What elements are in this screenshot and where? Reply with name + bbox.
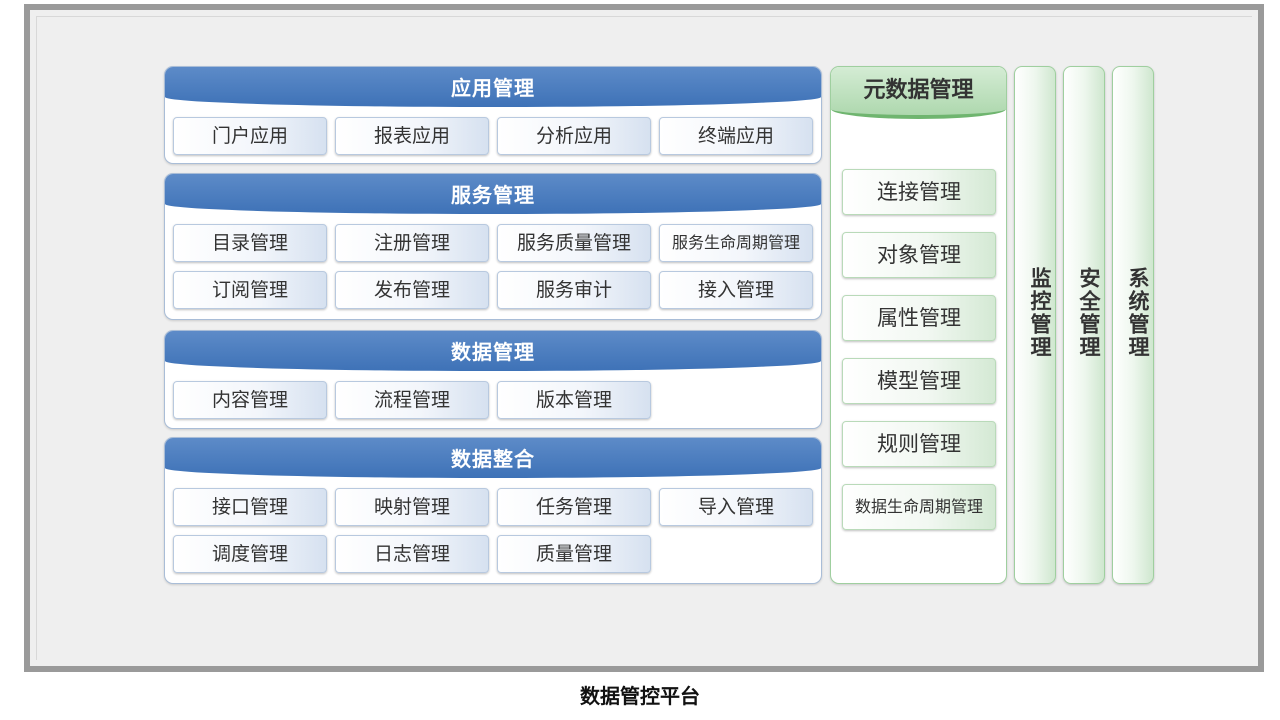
module-cell: 质量管理 — [497, 535, 651, 573]
module-cell: 版本管理 — [497, 381, 651, 419]
panel-data-integration: 数据整合 接口管理 映射管理 任务管理 导入管理 调度管理 日志管理 质量管理 — [164, 437, 822, 584]
module-cell: 终端应用 — [659, 117, 813, 155]
meta-cell: 模型管理 — [842, 358, 996, 404]
frame-inner — [36, 16, 1252, 660]
module-cell: 目录管理 — [173, 224, 327, 262]
meta-cell: 数据生命周期管理 — [842, 484, 996, 530]
module-cell: 导入管理 — [659, 488, 813, 526]
module-cell: 服务生命周期管理 — [659, 224, 813, 262]
diagram-caption: 数据管控平台 — [580, 684, 700, 708]
module-cell: 发布管理 — [335, 271, 489, 309]
panel-header: 应用管理 — [165, 67, 821, 107]
module-cell: 订阅管理 — [173, 271, 327, 309]
column-label: 安全管理 — [1077, 267, 1101, 359]
panel-metadata-management: 元数据管理 连接管理 对象管理 属性管理 模型管理 规则管理 数据生命周期管理 — [830, 66, 1007, 584]
module-cell: 服务审计 — [497, 271, 651, 309]
module-cell: 流程管理 — [335, 381, 489, 419]
panel-service-management: 服务管理 目录管理 注册管理 服务质量管理 服务生命周期管理 订阅管理 发布管理… — [164, 173, 822, 320]
panel-header: 数据整合 — [165, 438, 821, 478]
module-cell: 注册管理 — [335, 224, 489, 262]
meta-cell: 规则管理 — [842, 421, 996, 467]
module-cell: 门户应用 — [173, 117, 327, 155]
module-cell: 服务质量管理 — [497, 224, 651, 262]
meta-header: 元数据管理 — [831, 67, 1006, 119]
module-cell: 日志管理 — [335, 535, 489, 573]
panel-data-management: 数据管理 内容管理 流程管理 版本管理 — [164, 330, 822, 429]
module-cell: 映射管理 — [335, 488, 489, 526]
meta-cell: 属性管理 — [842, 295, 996, 341]
module-cell: 内容管理 — [173, 381, 327, 419]
panel-header: 数据管理 — [165, 331, 821, 371]
column-label: 系统管理 — [1126, 267, 1150, 359]
module-cell: 任务管理 — [497, 488, 651, 526]
meta-cell: 连接管理 — [842, 169, 996, 215]
module-cell: 接口管理 — [173, 488, 327, 526]
module-cell: 报表应用 — [335, 117, 489, 155]
module-cell: 调度管理 — [173, 535, 327, 573]
panel-application-management: 应用管理 门户应用 报表应用 分析应用 终端应用 — [164, 66, 822, 164]
module-cell: 分析应用 — [497, 117, 651, 155]
column-monitoring-management: 监控管理 — [1014, 66, 1056, 584]
meta-cell: 对象管理 — [842, 232, 996, 278]
column-label: 监控管理 — [1028, 267, 1052, 359]
panel-header: 服务管理 — [165, 174, 821, 214]
module-cell: 接入管理 — [659, 271, 813, 309]
column-system-management: 系统管理 — [1112, 66, 1154, 584]
column-security-management: 安全管理 — [1063, 66, 1105, 584]
